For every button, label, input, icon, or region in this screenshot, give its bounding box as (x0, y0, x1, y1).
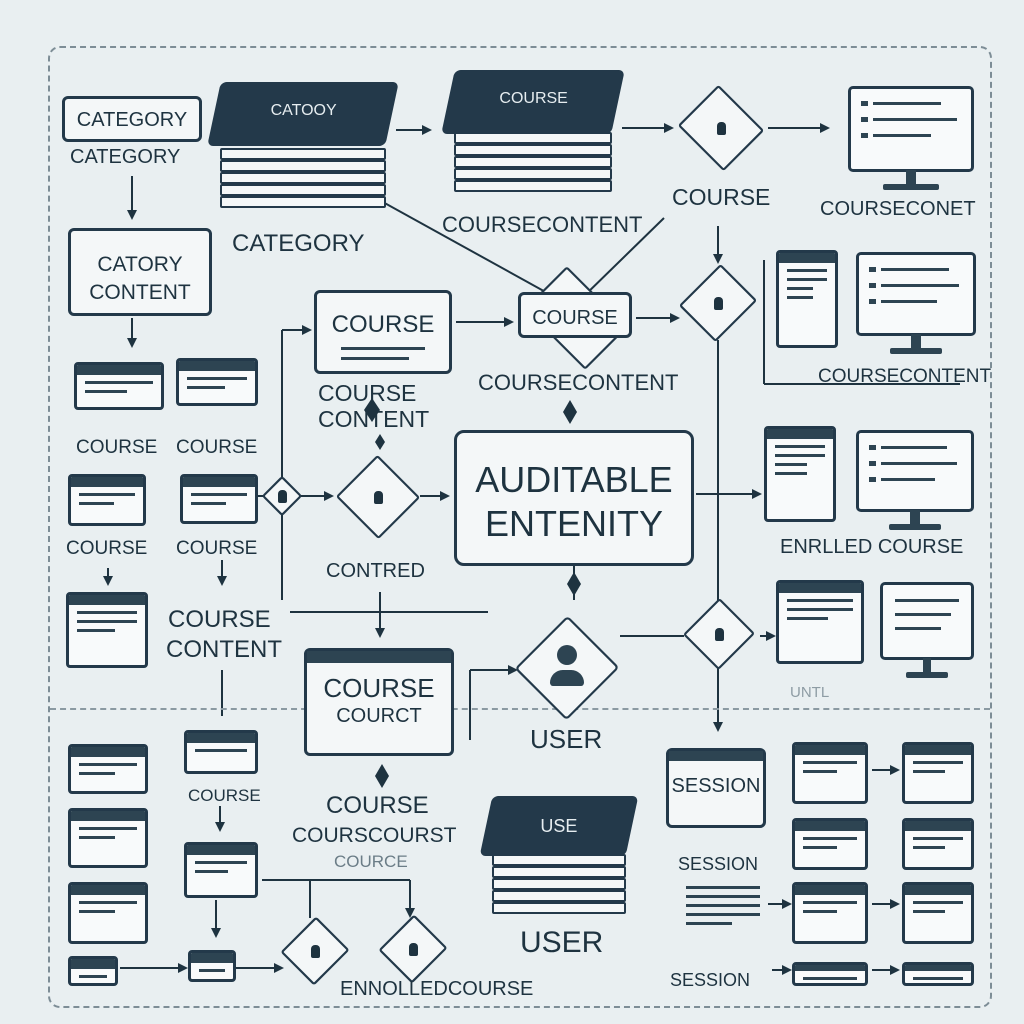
session-mid-label: SESSION (678, 854, 759, 874)
coursecontent-mid-label: COURSECONTENT (478, 370, 679, 395)
arrow-marker (567, 572, 581, 596)
lock-icon[interactable] (678, 262, 758, 344)
category-node-label: CATEGORY (76, 109, 188, 131)
enrolled-course-right-label: ENRLLED COURSE (780, 536, 964, 558)
window-icon[interactable] (792, 882, 868, 944)
window-icon[interactable] (68, 882, 148, 944)
course-top-right-label: COURSE (672, 184, 771, 210)
monitor-icon[interactable] (880, 582, 974, 678)
window-icon[interactable] (776, 580, 864, 664)
connector (579, 217, 665, 301)
course-content-left-line1: COURSE (168, 606, 271, 633)
session-node[interactable]: SESSION (666, 748, 766, 828)
course-node-small-label: COURSE (532, 307, 618, 329)
course-content-left-line2: CONTENT (166, 636, 282, 663)
course-node-mid[interactable]: COURSE (314, 290, 452, 374)
lock-icon[interactable] (280, 916, 350, 986)
session-bottom-label: SESSION (670, 970, 751, 990)
lock-icon[interactable] (335, 454, 421, 540)
window-icon[interactable] (902, 818, 974, 870)
category-content-node[interactable]: CATORY CONTENT (68, 228, 212, 316)
window-icon[interactable] (792, 818, 868, 870)
monitor-icon[interactable] (848, 86, 974, 190)
course-court-node[interactable]: COURSE COURCT (304, 648, 454, 756)
window-icon[interactable] (68, 956, 118, 986)
section-divider (50, 708, 990, 710)
window-icon (74, 362, 164, 410)
category-sub-label: CATEGORY (70, 146, 181, 168)
arrow-marker (563, 400, 577, 424)
window-icon[interactable] (66, 592, 148, 668)
window-icon[interactable] (792, 742, 868, 804)
window-icon[interactable] (902, 742, 974, 804)
book-stack-icon[interactable]: USE (479, 796, 639, 918)
user-mid-label: USER (530, 724, 603, 754)
window-icon (176, 358, 258, 406)
auditable-entity-line2: ENTENITY (484, 503, 663, 544)
lock-icon[interactable] (261, 475, 303, 517)
window-icon[interactable] (184, 842, 258, 898)
category-stack-label: CATOOY (270, 102, 337, 119)
category-node[interactable]: CATEGORY (62, 96, 202, 142)
diagram-frame (48, 46, 992, 1008)
user-icon[interactable] (514, 615, 620, 721)
auditable-entity-line1: AUDITABLE (475, 459, 673, 500)
enrolledcourse-bottom-label: ENNOLLEDCOURSE (340, 978, 534, 1000)
contred-label: CONTRED (326, 560, 425, 582)
category-content-line2: CONTENT (89, 281, 191, 304)
coursecontent-top-label: COURSECONTENT (442, 212, 643, 237)
lock-icon[interactable] (682, 597, 756, 671)
arrow-marker (364, 398, 380, 422)
session-node-label: SESSION (671, 775, 761, 797)
course-stack-label: COURSE (499, 90, 568, 107)
window-icon[interactable] (68, 474, 146, 526)
book-stack-icon[interactable]: COURSE (441, 70, 625, 198)
book-stack-icon[interactable]: CATOOY (207, 82, 399, 214)
lock-icon[interactable] (378, 914, 448, 984)
course-label-d: COURSE (176, 538, 258, 559)
course-node-small[interactable]: COURSE (518, 292, 632, 338)
window-icon[interactable] (792, 962, 868, 986)
lock-icon[interactable] (676, 84, 766, 172)
category-content-line1: CATORY (97, 253, 183, 276)
window-icon[interactable] (902, 962, 974, 986)
course-label-a: COURSE (76, 437, 158, 458)
window-icon[interactable] (180, 474, 258, 524)
course-node-mid-label: COURSE (331, 311, 435, 338)
window-icon[interactable] (68, 744, 148, 794)
monitor-icon[interactable] (856, 252, 976, 354)
category-caption: CATEGORY (232, 230, 365, 257)
window-icon[interactable] (68, 808, 148, 868)
window-icon[interactable] (902, 882, 974, 944)
window-icon[interactable] (776, 250, 838, 348)
course-bottom-line2: COURSCOURST (292, 824, 457, 847)
course-label-b: COURSE (176, 437, 258, 458)
ourse-small-label: COURSE (188, 786, 261, 805)
window-icon[interactable] (184, 730, 258, 774)
window-icon[interactable] (188, 950, 236, 982)
course-label-c: COURSE (66, 538, 148, 559)
course-bottom-line1: COURSE (326, 792, 429, 819)
window-icon (678, 880, 768, 960)
coursecontent-right-label: COURSECONTENT (818, 366, 992, 387)
course-content-mid-line1: COURSE (318, 380, 417, 406)
coursecontent-top-right-label: COURSECONET (820, 198, 976, 220)
auditable-entity-node[interactable]: AUDITABLE ENTENITY (454, 430, 694, 566)
use-stack-label: USE (540, 816, 578, 836)
user-bottom-label: USER (520, 926, 604, 959)
connector (371, 195, 561, 301)
arrow-marker (375, 434, 385, 450)
course-court-line2: COURCT (336, 705, 422, 727)
window-icon[interactable] (764, 426, 836, 522)
arrow-marker (375, 764, 389, 788)
course-content-mid-line2: CONTENT (318, 406, 430, 432)
untl-label: UNTL (790, 684, 830, 701)
course-bottom-line3: COURCE (334, 852, 408, 871)
course-court-line1: COURSE (323, 673, 435, 703)
monitor-icon[interactable] (856, 430, 974, 530)
